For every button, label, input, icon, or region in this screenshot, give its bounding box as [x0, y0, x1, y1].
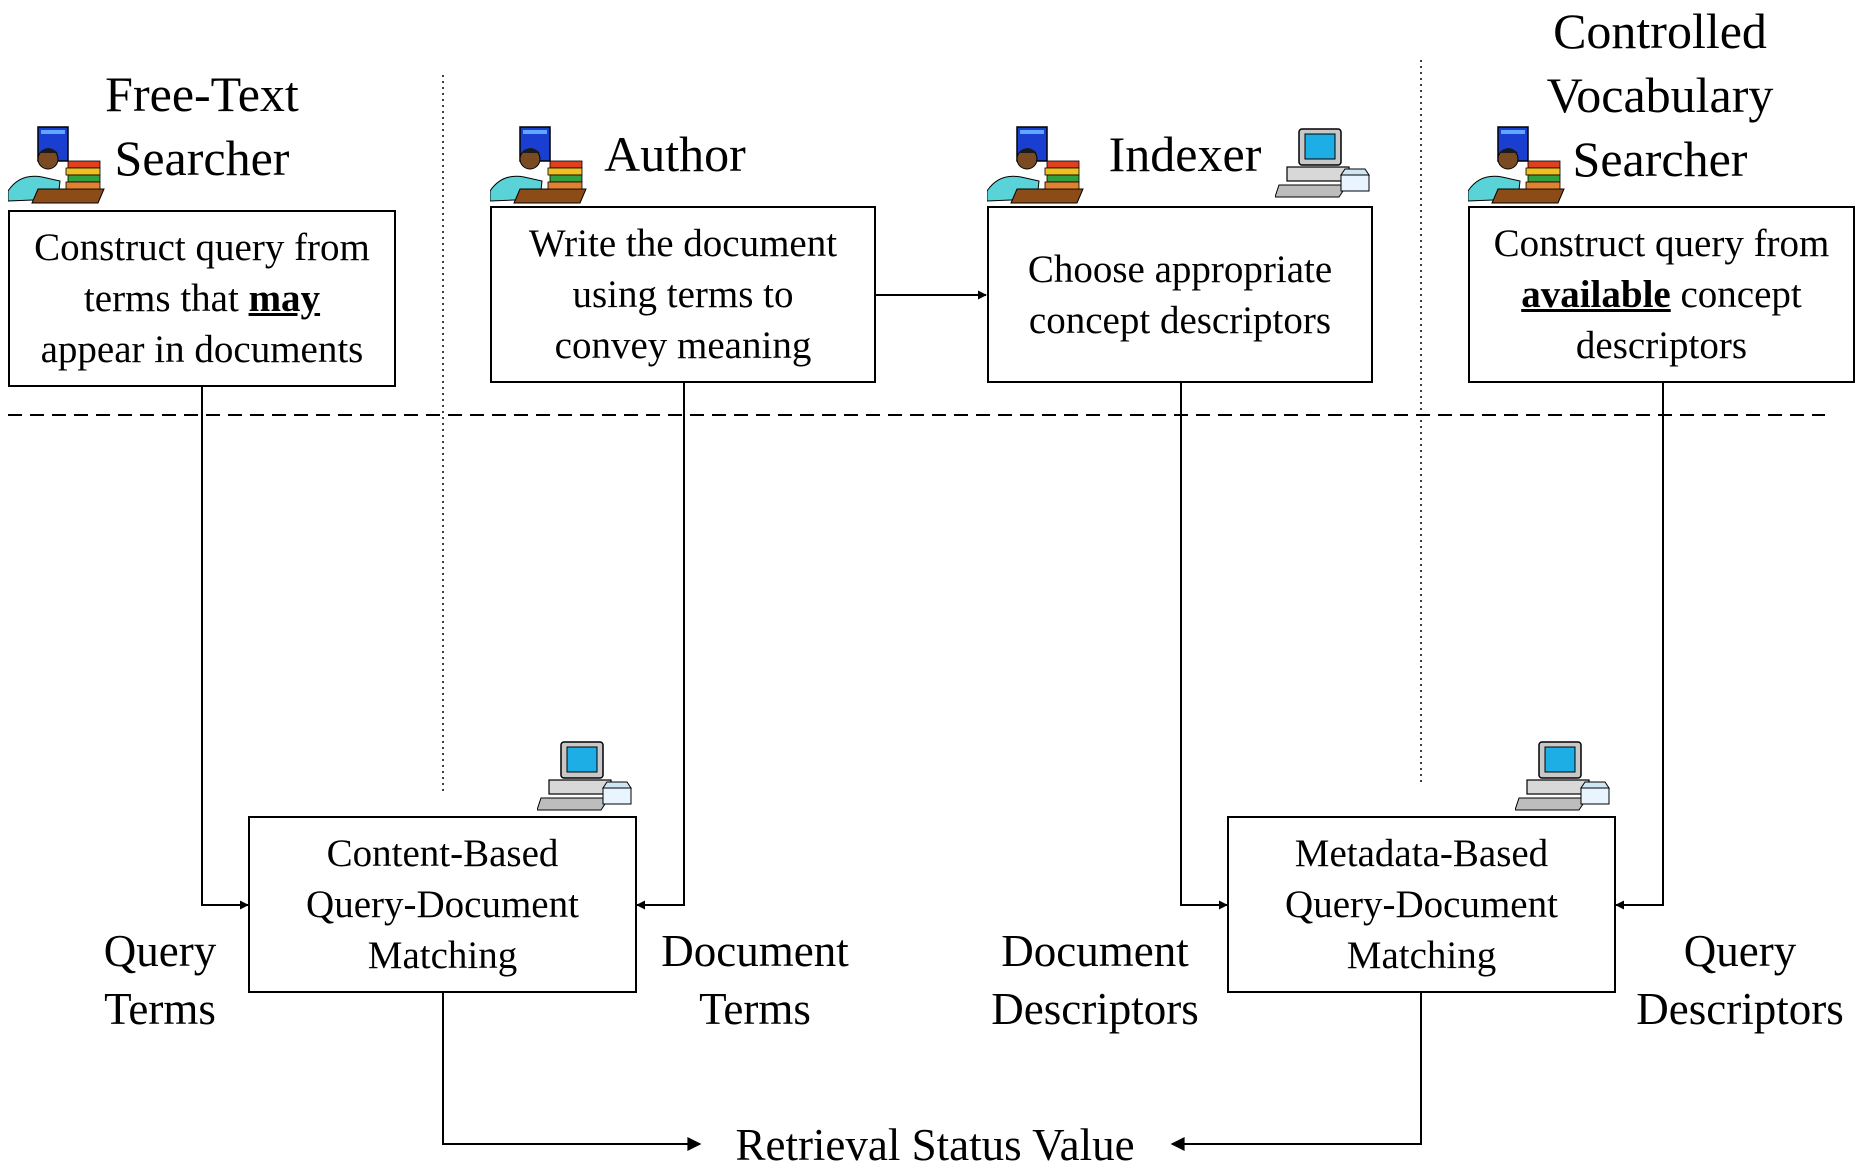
label-line: Document — [661, 926, 849, 976]
author-write-box: Write the document using terms to convey… — [490, 206, 876, 383]
arrow-content-to-rsv — [442, 993, 702, 1151]
role-line: Controlled — [1553, 3, 1767, 59]
box-line: Matching — [367, 934, 518, 977]
box-line: Matching — [1346, 934, 1497, 977]
metadata-based-matching-box: Metadata-Based Query-Document Matching — [1227, 816, 1616, 993]
box-line: using terms to — [572, 273, 794, 316]
box-line: Construct query from — [1493, 222, 1830, 265]
role-author: Author — [604, 126, 746, 182]
label-line: Terms — [104, 984, 216, 1034]
label-document-terms: Document Terms — [640, 922, 870, 1038]
label-line: Terms — [699, 984, 811, 1034]
arrow-document-descriptors — [1180, 383, 1228, 910]
person-icon — [1468, 126, 1565, 204]
computer-icon — [1515, 741, 1610, 811]
free-text-query-box: Construct query from terms that may appe… — [8, 210, 396, 387]
controlled-query-box: Construct query from available concept d… — [1468, 206, 1855, 383]
arrow-query-terms — [201, 387, 249, 910]
box-line: Content-Based — [326, 832, 559, 875]
label-line: Descriptors — [991, 984, 1199, 1034]
box-line: terms that may — [34, 273, 370, 324]
label-document-descriptors: Document Descriptors — [975, 922, 1215, 1038]
arrow-metadata-to-rsv — [1170, 993, 1422, 1151]
retrieval-status-value: Retrieval Status Value — [735, 1120, 1135, 1170]
emphasis-available: available — [1521, 273, 1671, 316]
box-line: Query-Document — [1285, 883, 1558, 926]
label-line: Query — [1683, 926, 1797, 976]
role-controlled-vocabulary-searcher: Controlled Vocabulary Searcher — [1510, 0, 1810, 191]
person-icon — [490, 126, 587, 204]
label-query-terms: Query Terms — [80, 922, 240, 1038]
box-line: convey meaning — [554, 324, 812, 367]
box-line: Query-Document — [306, 883, 579, 926]
role-line: Searcher — [114, 130, 290, 186]
computer-icon — [1275, 128, 1370, 198]
label-line: Descriptors — [1636, 984, 1844, 1034]
label-query-descriptors: Query Descriptors — [1625, 922, 1855, 1038]
box-line: Choose appropriate — [1027, 247, 1333, 291]
content-based-matching-box: Content-Based Query-Document Matching — [248, 816, 637, 993]
indexer-choose-box: Choose appropriate concept descriptors — [987, 206, 1373, 383]
box-line: Metadata-Based — [1294, 832, 1549, 875]
computer-icon — [537, 741, 632, 811]
box-text: terms that — [83, 277, 249, 320]
role-line: Free-Text — [105, 66, 299, 122]
role-indexer: Indexer — [1108, 126, 1262, 182]
role-line: Searcher — [1572, 131, 1748, 187]
box-line: available concept — [1494, 269, 1830, 320]
box-line: Construct query from — [34, 226, 370, 269]
person-icon — [987, 126, 1084, 204]
arrow-document-terms — [636, 383, 685, 910]
person-icon — [8, 126, 105, 204]
role-free-text-searcher: Free-Text Searcher — [52, 62, 352, 190]
label-line: Document — [1001, 926, 1189, 976]
box-text: concept — [1670, 273, 1802, 316]
emphasis-may: may — [248, 277, 321, 320]
label-line: Query — [103, 926, 217, 976]
box-line: descriptors — [1575, 324, 1748, 367]
box-line: concept descriptors — [1028, 298, 1332, 342]
role-line: Vocabulary — [1546, 67, 1774, 123]
box-line: appear in documents — [40, 328, 364, 371]
box-line: Write the document — [528, 222, 838, 265]
arrow-query-descriptors — [1615, 383, 1664, 910]
